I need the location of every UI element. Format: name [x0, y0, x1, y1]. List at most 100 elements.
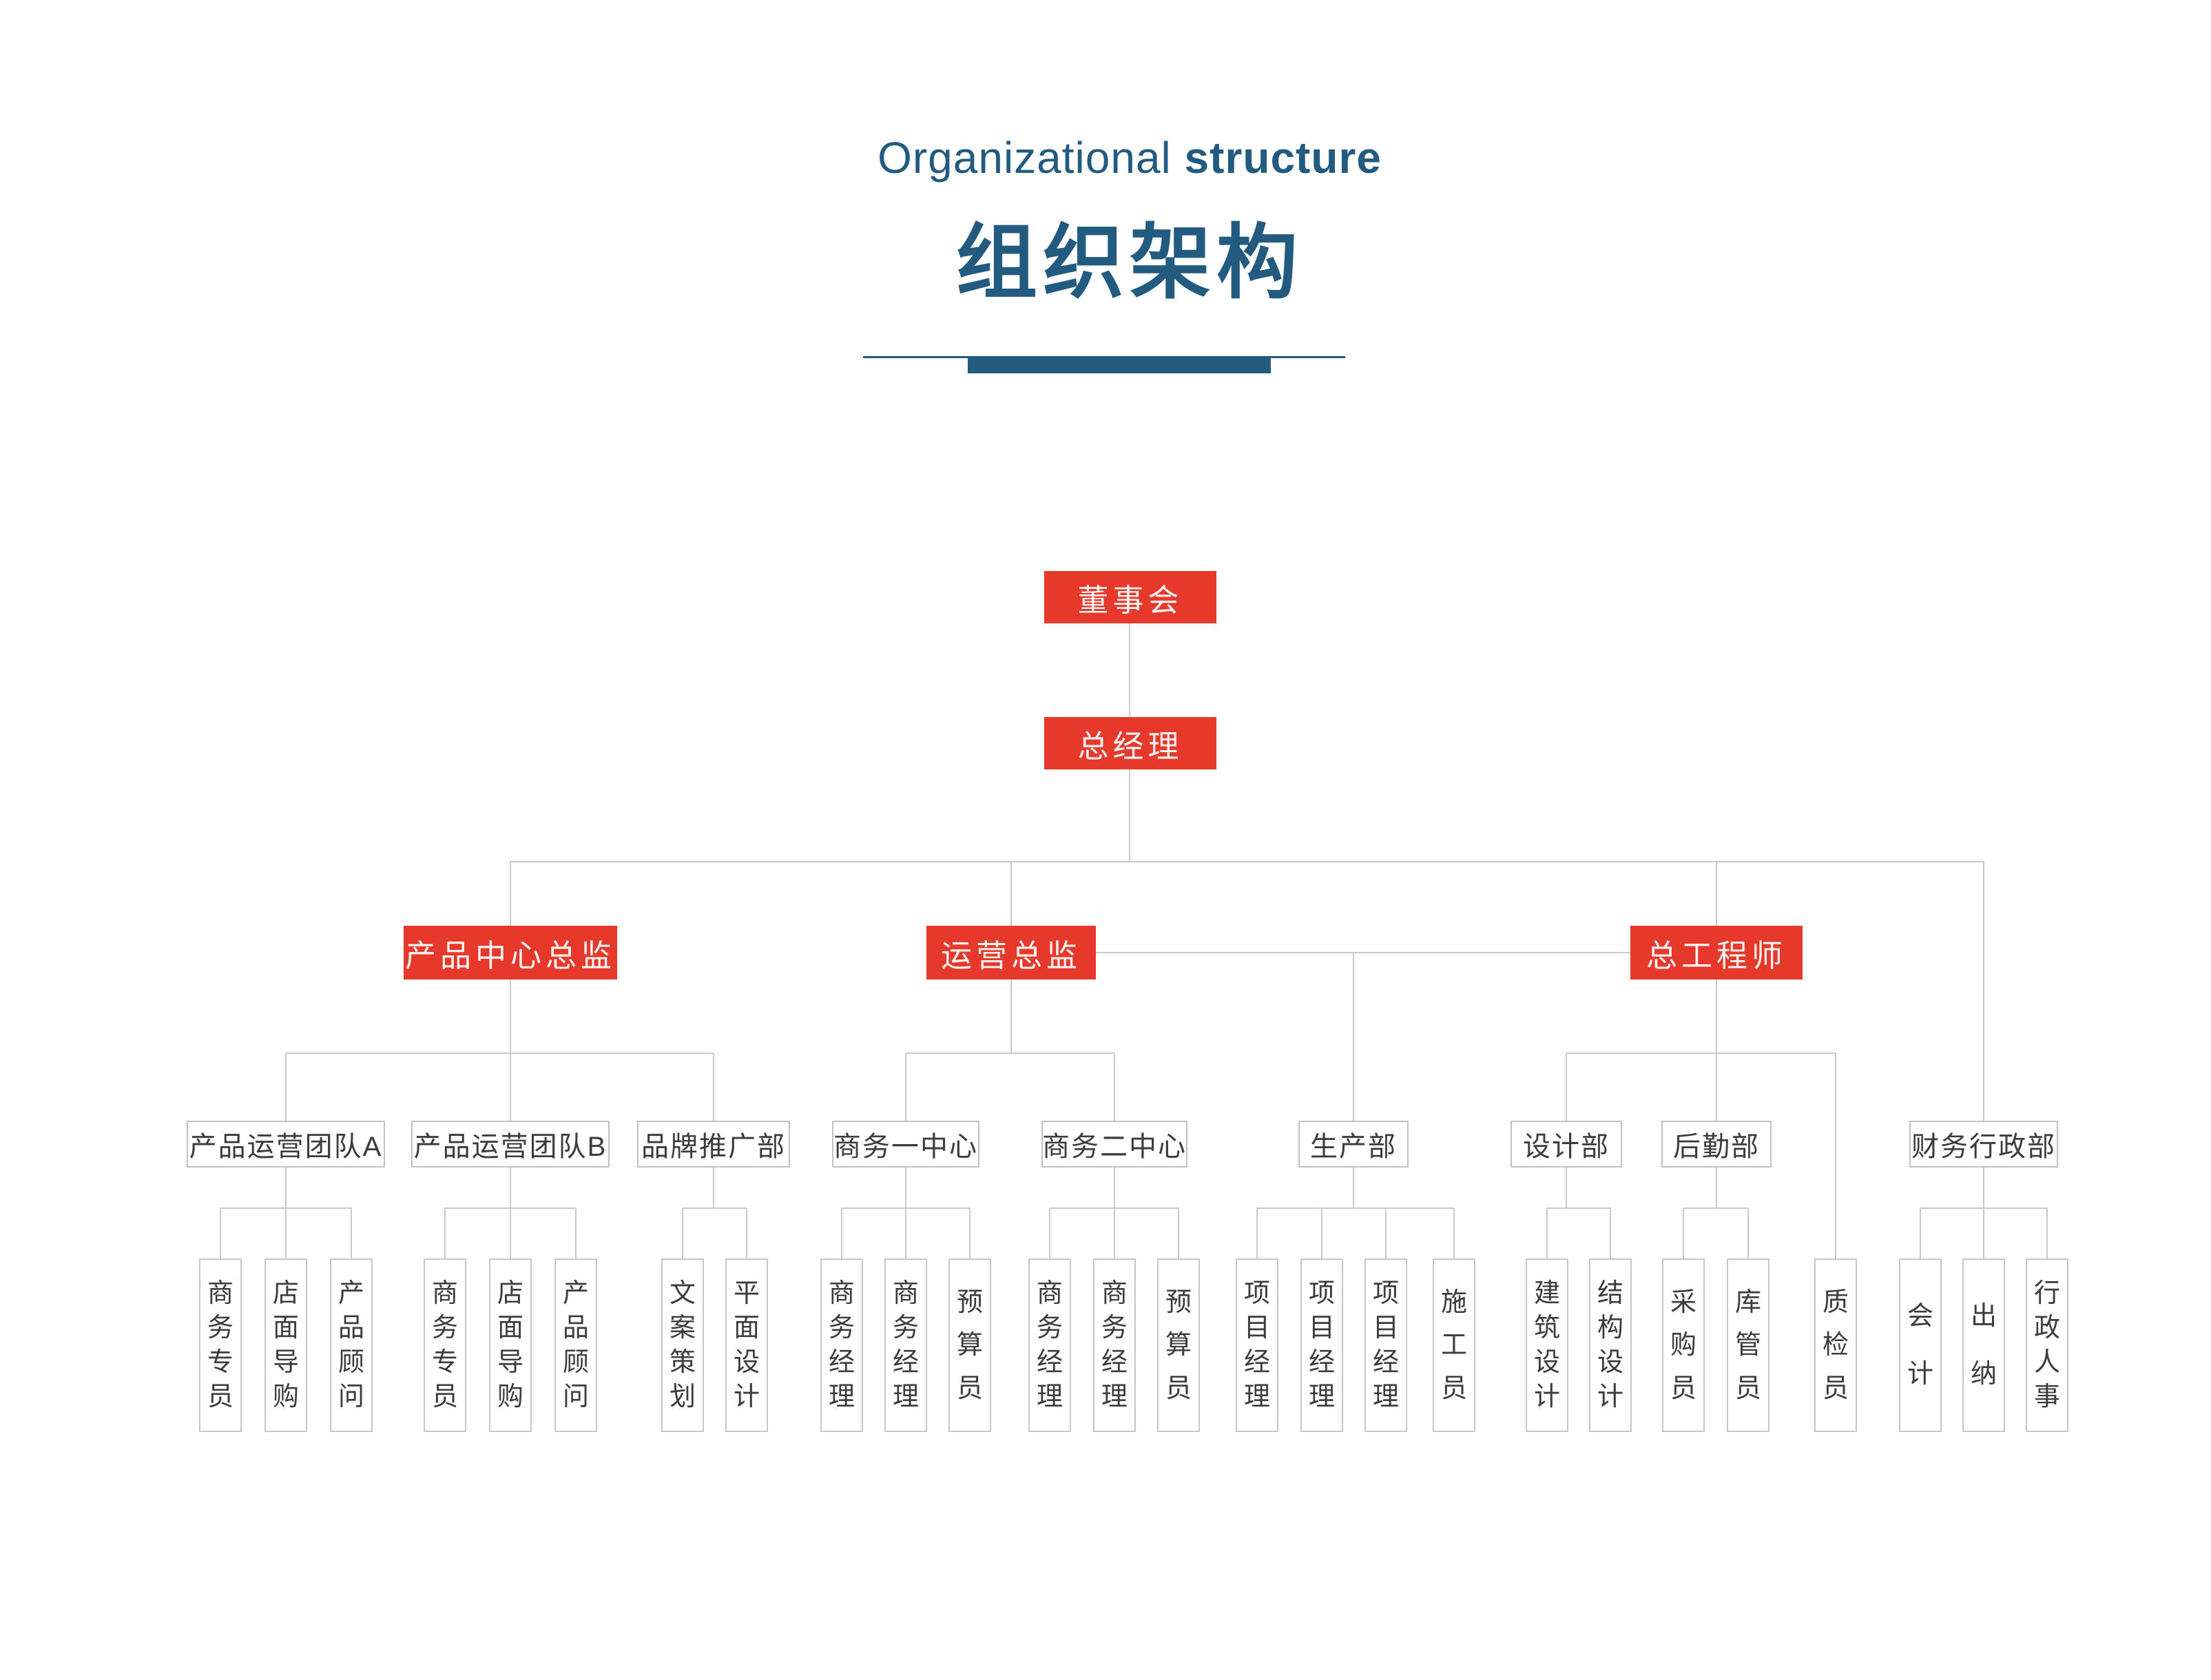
- staff-box-char: 商: [207, 1279, 233, 1308]
- connector-line-vertical: [285, 1168, 287, 1208]
- staff-box-char: 问: [562, 1382, 589, 1411]
- staff-box-9: 商务经理: [820, 1258, 863, 1432]
- staff-box-char: 质: [1822, 1287, 1849, 1317]
- staff-box-char: 员: [431, 1382, 458, 1411]
- staff-box-char: 务: [1101, 1314, 1128, 1342]
- staff-box-23: 质检员: [1814, 1258, 1857, 1432]
- staff-box-char: 务: [207, 1314, 233, 1342]
- connector-line-horizontal: [1566, 1052, 1836, 1054]
- staff-box-char: 务: [892, 1314, 919, 1342]
- staff-box-13: 商务经理: [1093, 1258, 1136, 1432]
- connector-line-vertical: [510, 979, 511, 1053]
- staff-box-char: 项: [1308, 1279, 1335, 1308]
- staff-box-char: 工: [1440, 1331, 1467, 1360]
- staff-box-char: 员: [1822, 1373, 1849, 1403]
- staff-box-3: 产品顾问: [330, 1258, 373, 1432]
- connector-line-vertical: [2046, 1208, 2048, 1258]
- staff-box-16: 项目经理: [1300, 1258, 1343, 1432]
- page-title-en-bold: structure: [1184, 133, 1382, 183]
- staff-box-char: 项: [1372, 1279, 1399, 1308]
- staff-box-char: 施: [1440, 1287, 1467, 1317]
- staff-box-char: 策: [669, 1348, 696, 1377]
- staff-box-10: 商务经理: [884, 1258, 927, 1432]
- dept-product-team-a: 产品运营团队A: [187, 1121, 385, 1168]
- dept-business-center-1: 商务一中心: [832, 1121, 979, 1168]
- staff-box-26: 行政人事: [2026, 1258, 2068, 1432]
- staff-box-char: 店: [272, 1279, 299, 1308]
- staff-box-char: 设: [1597, 1348, 1623, 1377]
- connector-line-vertical: [444, 1208, 446, 1258]
- connector-line-horizontal: [1050, 1207, 1179, 1209]
- staff-box-char: 理: [892, 1382, 919, 1411]
- staff-box-char: 员: [207, 1382, 233, 1411]
- staff-box-char: 经: [1308, 1348, 1335, 1377]
- connector-line-vertical: [713, 1168, 714, 1208]
- staff-box-char: 文: [669, 1279, 696, 1308]
- connector-line-horizontal: [510, 861, 1984, 862]
- page-title-en: Organizational structure: [0, 132, 2211, 183]
- connector-line-vertical: [351, 1208, 352, 1258]
- connector-line-vertical: [841, 1208, 842, 1258]
- connector-line-vertical: [682, 1208, 683, 1258]
- connector-line-vertical: [1610, 1208, 1611, 1258]
- staff-box-18: 施工员: [1433, 1258, 1475, 1432]
- staff-box-11: 预算员: [948, 1258, 991, 1432]
- staff-box-char: 目: [1372, 1314, 1399, 1342]
- connector-line-horizontal: [445, 1207, 576, 1209]
- connector-line-vertical: [575, 1208, 577, 1258]
- staff-box-char: 产: [338, 1279, 364, 1308]
- connector-line-horizontal: [1096, 952, 1630, 953]
- staff-box-char: 目: [1243, 1314, 1270, 1342]
- staff-box-char: 购: [497, 1382, 523, 1411]
- connector-line-vertical: [1716, 1168, 1717, 1208]
- staff-box-char: 问: [338, 1382, 364, 1411]
- connector-line-vertical: [1049, 1208, 1050, 1258]
- staff-box-char: 计: [1533, 1382, 1560, 1411]
- connector-line-vertical: [220, 1208, 221, 1258]
- staff-box-char: 商: [431, 1279, 458, 1308]
- director-product-center: 产品中心总监: [404, 926, 617, 979]
- staff-box-char: 面: [272, 1314, 299, 1342]
- staff-box-char: 员: [1440, 1373, 1467, 1403]
- staff-box-char: 设: [1533, 1348, 1560, 1377]
- dept-finance-admin: 财务行政部: [1909, 1121, 2058, 1168]
- connector-line-vertical: [1010, 862, 1012, 926]
- staff-box-15: 项目经理: [1236, 1258, 1278, 1432]
- connector-line-vertical: [1716, 862, 1717, 926]
- staff-box-char: 经: [1372, 1348, 1399, 1377]
- staff-box-char: 行: [2033, 1279, 2060, 1308]
- staff-box-char: 检: [1822, 1331, 1849, 1360]
- connector-line-vertical: [1716, 979, 1717, 1121]
- page-title-en-light: Organizational: [878, 133, 1172, 183]
- staff-box-12: 商务经理: [1028, 1258, 1071, 1432]
- staff-box-char: 事: [2033, 1382, 2060, 1411]
- director-operations: 运营总监: [926, 926, 1096, 979]
- staff-box-char: 经: [1243, 1348, 1270, 1377]
- page-title-cn: 组织架构: [955, 218, 1303, 309]
- staff-box-char: 会: [1907, 1302, 1933, 1331]
- staff-box-17: 项目经理: [1364, 1258, 1407, 1432]
- staff-box-char: 出: [1970, 1302, 1997, 1331]
- staff-box-24: 会计: [1899, 1258, 1942, 1432]
- connector-line-vertical: [1353, 953, 1354, 1121]
- connector-line-horizontal: [906, 1052, 1114, 1054]
- org-node-general-manager: 总经理: [1044, 717, 1216, 769]
- staff-box-char: 理: [1101, 1382, 1128, 1411]
- connector-line-vertical: [905, 1208, 906, 1258]
- staff-box-char: 目: [1308, 1314, 1335, 1342]
- staff-box-char: 经: [1101, 1348, 1128, 1377]
- connector-line-vertical: [1114, 1208, 1115, 1258]
- staff-box-char: 导: [497, 1348, 523, 1377]
- connector-line-horizontal: [1257, 1207, 1454, 1209]
- connector-line-vertical: [285, 1053, 287, 1121]
- connector-line-vertical: [1353, 1168, 1354, 1208]
- director-chief-engineer: 总工程师: [1630, 926, 1803, 979]
- staff-box-14: 预算员: [1157, 1258, 1200, 1432]
- staff-box-char: 案: [669, 1314, 696, 1342]
- staff-box-char: 经: [1036, 1348, 1063, 1377]
- staff-box-char: 面: [497, 1314, 523, 1342]
- connector-line-vertical: [1010, 979, 1012, 1053]
- staff-box-char: 理: [1372, 1382, 1399, 1411]
- staff-box-char: 算: [956, 1331, 983, 1360]
